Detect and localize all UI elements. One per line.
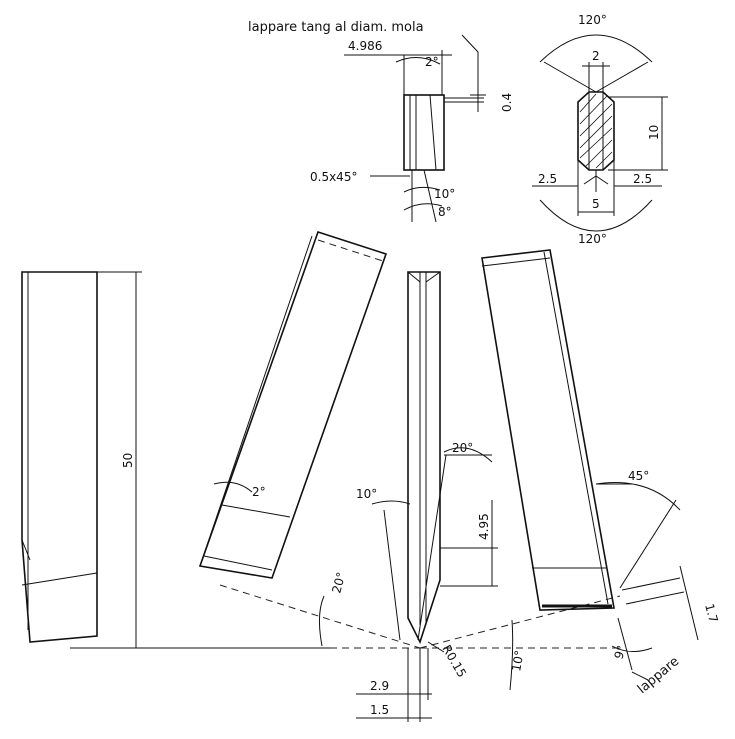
dim-width-15: 1.5 [370, 703, 389, 717]
dim-4986: 4.986 [348, 39, 382, 53]
dim-angle-20-left: 20° [329, 571, 348, 595]
dim-angle-9: 9° [612, 644, 630, 661]
dim-radius: R0.15 [439, 643, 469, 680]
dim-height-10: 10 [647, 125, 661, 140]
lap-note-label: lappare tang al diam. mola [248, 20, 424, 35]
dim-right-25: 2.5 [633, 172, 652, 186]
dim-angle-2-side: 2° [252, 485, 266, 499]
tilted-blade-left: 2° 20° [198, 230, 421, 649]
dim-angle-45: 45° [628, 469, 649, 483]
lap-note-leader [461, 34, 479, 112]
dim-width-29: 2.9 [370, 679, 389, 693]
dim-len-17: 1.7 [702, 602, 720, 624]
dim-angle-2-top: 2° [425, 55, 439, 69]
lappare-label: lappare [635, 654, 682, 697]
dim-len-495: 4.95 [477, 513, 491, 540]
dim-angle-10-mid: 10° [356, 487, 377, 501]
cross-section-detail: 120° 2 10 2.5 2 [532, 13, 668, 246]
dim-angle-120-top: 120° [578, 13, 607, 27]
dim-angle-10-top: 10° [434, 187, 455, 201]
dim-angle-8: 8° [438, 205, 452, 219]
dim-flat-2: 2 [592, 49, 600, 63]
side-view-body [21, 271, 98, 643]
dim-angle-20-mid: 20° [452, 441, 473, 455]
end-view-detail: lappare tang al diam. mola 4.986 2° 0.4 … [248, 20, 514, 223]
center-blade: 10° 20° 4.95 R0.15 10° 2.9 1.5 [356, 271, 621, 722]
dim-width-5: 5 [592, 197, 600, 211]
tilted-blade-right: 45° 1.7 9° lappare [481, 249, 721, 697]
dim-angle-10-bottom: 10° [509, 649, 526, 672]
dim-chamfer: 0.5x45° [310, 170, 357, 184]
dim-left-25: 2.5 [538, 172, 557, 186]
dim-angle-120-bottom: 120° [578, 232, 607, 246]
dim-04: 0.4 [500, 93, 514, 112]
section-hatching [579, 93, 613, 169]
dim-length-50: 50 [121, 453, 135, 468]
side-view: 50 [21, 271, 142, 648]
